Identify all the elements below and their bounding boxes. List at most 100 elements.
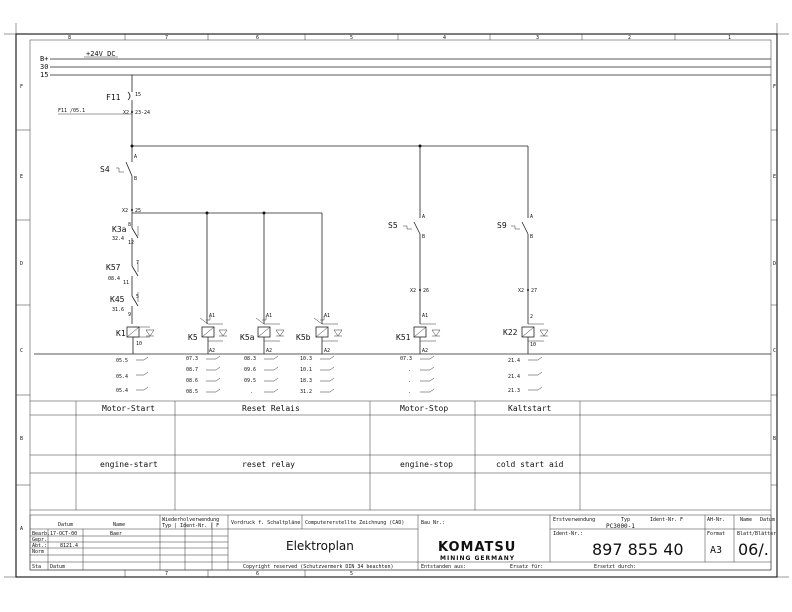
rail-label-b-plus: B+ bbox=[40, 55, 48, 63]
komatsu-logo-text: KOMATSU bbox=[438, 540, 516, 555]
tb-bearb-name: Baer bbox=[110, 531, 122, 537]
stop-branch-bus bbox=[132, 144, 529, 218]
switch-s4-label: S4 bbox=[100, 165, 110, 174]
tb-header-typ-ident: Typ | Ident-Nr. | F bbox=[162, 523, 219, 529]
relay-k22-pin: 2 bbox=[530, 314, 533, 320]
tb-copyright: Copyright reserved (Schutzvermerk DIN 34… bbox=[243, 564, 394, 570]
tb-header-wiederholverwendung: Wiederholverwendung bbox=[162, 517, 219, 523]
contact-ref: 18.3 bbox=[300, 378, 312, 384]
rail-label-30: 30 bbox=[40, 63, 48, 71]
tb-datum2-label: Datum bbox=[50, 564, 65, 570]
tb-ersetzt-durch: Ersetzt durch: bbox=[594, 564, 636, 570]
contact-table-k5a: 08.3 09.6 09.5 . bbox=[244, 355, 279, 395]
contact-ref: . bbox=[408, 367, 411, 373]
relay-pin-a2: A2 bbox=[266, 348, 272, 354]
tb-format-label: Format bbox=[707, 531, 725, 537]
tb-bearb-label: Bearb. bbox=[32, 531, 50, 537]
tb-ident-nr-header: Ident-Nr. bbox=[650, 517, 677, 523]
cold-start-circuit: S9 A B X2 27 2 K22 10 bbox=[497, 214, 549, 354]
motor-stop-circuit: S5 A B X2 26 A1 K51 A2 bbox=[388, 214, 441, 354]
contact-table-k22: 21.4 21.4 21.3 bbox=[508, 356, 543, 394]
column-numbers-bottom: 7 6 5 bbox=[165, 571, 353, 577]
relay-k51-label: K51 bbox=[396, 333, 411, 342]
label-reset-relay: reset relay bbox=[242, 460, 295, 469]
tb-abt-label: Abt.: bbox=[32, 543, 47, 549]
contact-table-k5b: 10.3 10.1 18.3 31.2 bbox=[300, 355, 335, 395]
tb-typ-value: PC3000-1 bbox=[606, 523, 635, 530]
title-block-grid bbox=[29, 514, 772, 571]
contact-ref: . bbox=[250, 389, 253, 395]
fuse-f11-label: F11 bbox=[106, 93, 121, 102]
title-block-bottom: Entstanden aus: Ersatz für: Ersetzt durc… bbox=[421, 564, 636, 570]
contact-k57-pin: 7 bbox=[136, 260, 139, 266]
switch-s9-label: S9 bbox=[497, 221, 507, 230]
column-number: 7 bbox=[165, 35, 168, 41]
terminal-x2-label: X2 bbox=[123, 110, 129, 116]
terminal-x2-25-label: X2 bbox=[122, 208, 128, 214]
contact-ref: 07.3 bbox=[400, 356, 412, 362]
contact-ref: 09.6 bbox=[244, 367, 256, 373]
title-block-center: Vordruck f. Schaltpläne Computererstellt… bbox=[231, 520, 445, 570]
row-letter: B bbox=[20, 436, 23, 442]
terminal-x2-pins: 23-24 bbox=[135, 110, 150, 116]
contact-ref: 21.4 bbox=[508, 358, 520, 364]
crossref-f11: F11 /05.1 bbox=[58, 108, 85, 114]
switch-s9-pin-b: B bbox=[530, 234, 533, 240]
function-labels: Motor-Start Reset Relais Motor-Stop Kalt… bbox=[100, 404, 564, 469]
column-number: 8 bbox=[68, 35, 71, 41]
relay-pin-a1: A1 bbox=[209, 313, 215, 319]
tb-ident-number: 897 855 40 bbox=[592, 540, 684, 559]
contact-k3a-label: K3a bbox=[112, 225, 127, 234]
terminal-x2-26-pin: 26 bbox=[423, 288, 429, 294]
row-letter: E bbox=[773, 174, 776, 180]
contact-ref: 08.3 bbox=[244, 356, 256, 362]
tb-ident-label: Ident-Nr.: bbox=[553, 531, 583, 537]
label-kaltstart: Kaltstart bbox=[508, 404, 552, 413]
relay-pin-a1: A1 bbox=[422, 313, 428, 319]
tb-header-name: Name bbox=[113, 522, 125, 528]
contact-k45-pin: 5 bbox=[136, 294, 139, 300]
switch-s5-pin-a: A bbox=[422, 214, 425, 220]
row-letter: A bbox=[20, 526, 23, 532]
switch-s4-pin-b: B bbox=[134, 176, 137, 182]
column-number: 3 bbox=[536, 35, 539, 41]
contact-k3a-pin: 12 bbox=[128, 240, 134, 246]
switch-s4-pin-a: A bbox=[134, 154, 137, 160]
label-reset-relais: Reset Relais bbox=[242, 404, 300, 413]
contact-k45-ref: 31.6 bbox=[112, 307, 124, 313]
tb-abt-value: 8121.4 bbox=[60, 543, 78, 549]
contact-ref: 21.4 bbox=[508, 374, 520, 380]
column-number: 7 bbox=[165, 571, 168, 577]
relay-pin-a2: A2 bbox=[324, 348, 330, 354]
tb-format-value: A3 bbox=[710, 545, 722, 556]
relay-k1-label: K1 bbox=[116, 329, 126, 338]
row-letter: F bbox=[20, 84, 23, 90]
contact-ref: 08.7 bbox=[186, 367, 198, 373]
row-letter: D bbox=[20, 261, 23, 267]
terminal-x2-26-label: X2 bbox=[410, 288, 416, 294]
drawing-title: Elektroplan bbox=[286, 539, 354, 553]
contact-k57-ref: 08.4 bbox=[108, 276, 120, 282]
relay-pin-a2: A2 bbox=[422, 348, 428, 354]
column-number: 6 bbox=[256, 571, 259, 577]
contact-k45-label: K45 bbox=[110, 295, 125, 304]
komatsu-logo-subtitle: MINING GERMANY bbox=[440, 555, 515, 562]
relay-pin-a1: A1 bbox=[324, 313, 330, 319]
tb-name-header: Name bbox=[740, 517, 752, 523]
tb-blatt-label: Blatt/Blätter bbox=[737, 531, 776, 537]
relay-k5-label: K5 bbox=[188, 333, 198, 342]
title-block-left: Datum Name Wiederholverwendung Typ | Ide… bbox=[32, 517, 219, 570]
contact-ref: . bbox=[408, 378, 411, 384]
terminal-x2-27-label: X2 bbox=[518, 288, 524, 294]
contact-ref: 07.3 bbox=[186, 356, 198, 362]
komatsu-logo: KOMATSU MINING GERMANY bbox=[438, 540, 516, 562]
label-cold-start-aid: cold start aid bbox=[496, 460, 564, 469]
row-letter: F bbox=[773, 84, 776, 90]
contact-ref: 09.5 bbox=[244, 378, 256, 384]
contact-table-k51: 07.3 . . . bbox=[400, 355, 435, 395]
rail-label-15: 15 bbox=[40, 71, 48, 79]
tb-bau-nr: Bau Nr.: bbox=[421, 520, 445, 526]
contact-ref: 10.3 bbox=[300, 356, 312, 362]
tb-entstanden-aus: Entstanden aus: bbox=[421, 564, 466, 570]
contact-table-k5: 07.3 08.7 08.6 08.5 bbox=[186, 355, 221, 395]
